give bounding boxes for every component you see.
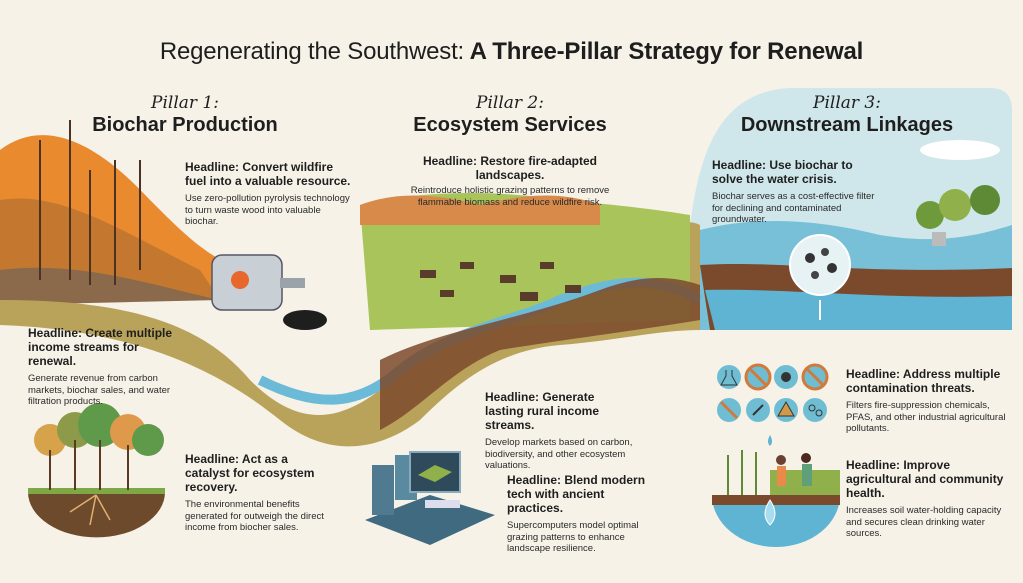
body-text: Use zero-pollution pyrolysis technology … [185,193,350,227]
headline: Headline: Blend modern tech with ancient… [507,473,646,515]
spray-icon [746,398,770,422]
body-text: Develop markets based on carbon, biodive… [485,437,633,471]
pillar-3-block-1: Headline: Use biochar to solve the water… [712,158,882,226]
pillar-2-name: Ecosystem Services [413,114,607,136]
body-text: Biochar serves as a cost-effective filte… [712,191,875,225]
headline: Headline: Use biochar to solve the water… [712,158,853,186]
pillar-1-number: Pillar 1: [151,93,219,113]
no-bacteria-icon [744,363,772,391]
body-text: Generate revenue from carbon markets, bi… [28,373,171,407]
body-text: Increases soil water-holding capacity an… [846,505,1002,539]
pillar-1-header: Pillar 1: Biochar Production [60,93,310,137]
headline: Headline: Act as a catalyst for ecosyste… [185,452,315,494]
radiation-icon [774,365,798,389]
no-particles-icon [717,398,741,422]
no-virus-icon [801,363,829,391]
headline: Headline: Address multiple contamination… [846,367,1001,395]
pillar-1-block-1: Headline: Convert wildfire fuel into a v… [185,160,355,228]
title-part2: A Three-Pillar Strategy for Renewal [469,38,864,65]
headline: Headline: Generate lasting rural income … [485,390,600,432]
pillar-3-block-3: Headline: Improve agricultural and commu… [846,458,1006,540]
pillar-1-block-2: Headline: Create multiple income streams… [28,326,188,408]
pillar-3-block-2: Headline: Address multiple contamination… [846,367,1006,435]
warning-icon [774,398,798,422]
headline: Headline: Create multiple income streams… [28,326,173,368]
page-title: Regenerating the Southwest: A Three-Pill… [0,38,1023,66]
body-text: Supercomputers model optimal grazing pat… [507,520,639,554]
pillar-2-block-3: Headline: Blend modern tech with ancient… [507,473,657,555]
body-text: The environmental benefits generated for… [185,499,324,533]
pillar-3-header: Pillar 3: Downstream Linkages [722,93,972,137]
body-text: Filters fire-suppression chemicals, PFAS… [846,400,1006,434]
body-text: Reintroduce holistic grazing patterns to… [410,185,610,208]
microbes-icon [803,398,827,422]
pillar-2-block-1: Headline: Restore fire-adapted landscape… [390,154,630,208]
pillar-2-header: Pillar 2: Ecosystem Services [385,93,635,137]
title-part1: Regenerating the Southwest: [159,38,464,65]
flask-icon [717,365,741,389]
headline: Headline: Convert wildfire fuel into a v… [185,160,351,188]
pillar-2-block-2: Headline: Generate lasting rural income … [485,390,635,472]
pillar-2-number: Pillar 2: [476,93,544,113]
headline: Headline: Restore fire-adapted landscape… [422,154,598,182]
pillar-1-name: Biochar Production [92,114,278,136]
pillar-3-name: Downstream Linkages [740,114,954,136]
headline: Headline: Improve agricultural and commu… [846,458,1004,500]
pillar-3-number: Pillar 3: [813,93,881,113]
pillar-1-block-3: Headline: Act as a catalyst for ecosyste… [185,452,325,534]
